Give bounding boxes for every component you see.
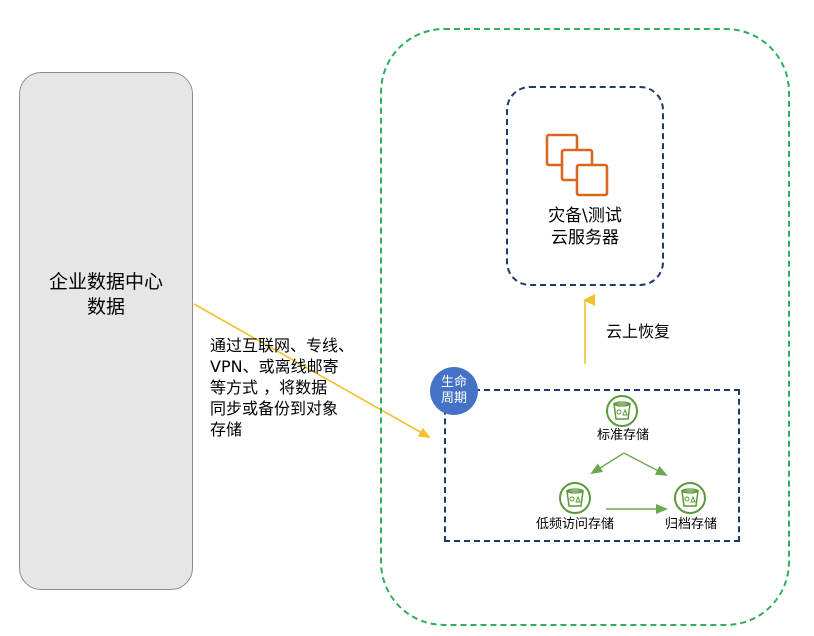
- storage-bucket-icon-archive: [674, 482, 706, 514]
- storage-bucket-icon-standard: [606, 395, 638, 427]
- infrequent-storage-label: 低频访问存储: [535, 517, 614, 532]
- datacenter-label: 企业数据中心 数据: [19, 270, 193, 320]
- cloud-region-box: [380, 28, 790, 626]
- sync-arrow: [193, 303, 431, 438]
- lifecycle-badge-line1: 生命: [440, 375, 467, 390]
- lifecycle-arrow-standard-to-infrequent: [590, 452, 625, 475]
- cloud-server-label-line2: 云服务器: [551, 228, 619, 248]
- sync-method-line4: 同步或备份到对象: [210, 399, 339, 418]
- lifecycle-badge: 生命 周期: [430, 367, 478, 415]
- sync-method-line1: 通过互联网、专线、: [210, 336, 355, 355]
- lifecycle-arrow-standard-to-archive: [623, 452, 668, 476]
- sync-method-text: 通过互联网、专线、 VPN、或离线邮寄 等方式 ，将数据 同步或备份到对象 存储: [210, 335, 385, 440]
- sync-method-line3: 等方式 ，将数据: [210, 378, 328, 397]
- server-instances-icon: [545, 133, 609, 197]
- storage-bucket-icon-infrequent: [559, 482, 591, 514]
- sync-method-line5: 存储: [210, 420, 243, 439]
- cloud-restore-label: 云上恢复: [606, 322, 671, 341]
- cloud-server-label: 灾备\测试 云服务器: [506, 205, 664, 249]
- standard-storage-label: 标准存储: [596, 428, 649, 443]
- sync-method-line2: VPN、或离线邮寄: [210, 357, 339, 376]
- cloud-server-box: [506, 86, 664, 286]
- archive-storage-label: 归档存储: [664, 517, 717, 532]
- cloud-server-label-line1: 灾备\测试: [548, 206, 622, 226]
- enterprise-datacenter-box: [19, 72, 193, 590]
- datacenter-label-line1: 企业数据中心: [48, 271, 163, 293]
- lifecycle-badge-line2: 周期: [440, 391, 467, 406]
- object-storage-box: [444, 389, 740, 542]
- datacenter-label-line2: 数据: [86, 296, 125, 318]
